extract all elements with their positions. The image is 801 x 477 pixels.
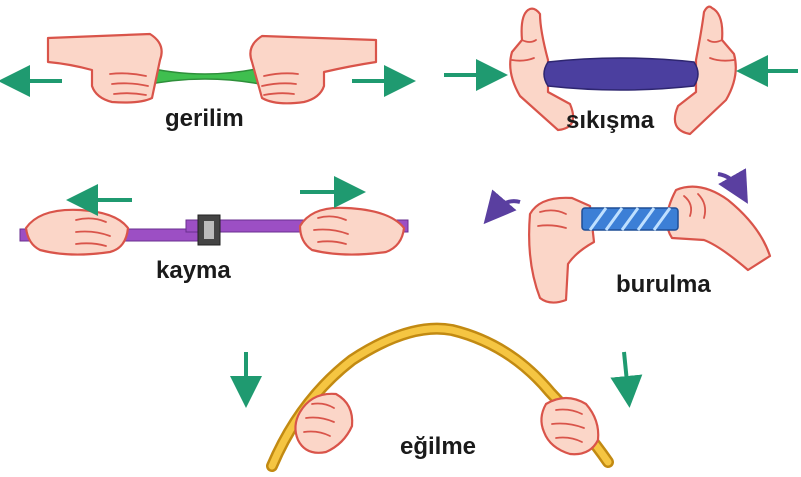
torsion-rope [582,208,678,230]
right-hand-icon [541,398,598,454]
left-hand-icon [26,210,128,255]
compression-panel: sıkışma [444,7,798,134]
right-hand-icon [250,36,376,103]
torsion-panel: burulma [494,174,770,303]
shear-bolt [204,221,214,239]
label-shear: kayma [156,257,231,284]
label-compression: sıkışma [566,107,655,134]
tension-panel: gerilim [14,34,400,132]
compression-bar [544,58,698,90]
curved-arrow-icon [718,174,740,190]
label-torsion: burulma [616,271,711,298]
arrow-down-icon [624,352,628,392]
tension-band [140,66,270,86]
bending-panel: eğilme [246,329,628,466]
right-hand-icon [300,208,404,255]
label-bending: eğilme [400,433,476,460]
right-hand-icon [667,187,770,270]
curved-arrow-icon [494,201,520,212]
shear-panel: kayma [20,192,408,284]
label-tension: gerilim [165,105,244,132]
left-hand-icon [48,34,162,103]
